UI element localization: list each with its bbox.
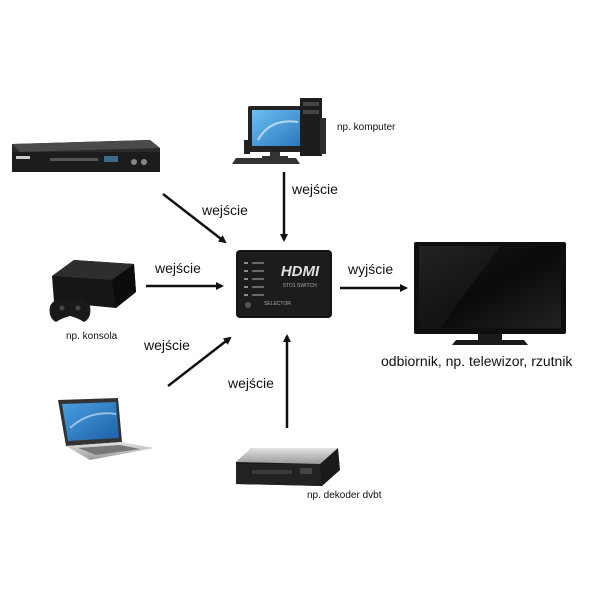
arrow-laptop-to-switch (167, 336, 232, 387)
hub-logo: HDMI (281, 263, 320, 280)
edge-label-computer: wejście (292, 181, 338, 197)
television-icon (414, 242, 566, 345)
arrow-dvd-to-switch (162, 193, 227, 244)
edge-label-decoder: wejście (228, 375, 274, 391)
edge-label-console: wejście (155, 260, 201, 276)
edge-label-laptop: wejście (144, 337, 190, 353)
edge-label-dvd: wejście (202, 202, 248, 218)
dvd-player-icon (12, 140, 160, 172)
caption-computer: np. komputer (337, 122, 396, 133)
hub-subtitle: 5TO1 SWITCH (283, 283, 317, 289)
hdmi-switch-icon: HDMI 5TO1 SWITCH SELECTOR (236, 250, 332, 318)
hub-selector-label: SELECTOR (264, 301, 291, 307)
caption-decoder: np. dekoder dvbt (307, 490, 382, 501)
edge-label-output: wyjście (348, 261, 394, 277)
selector-button-icon (245, 302, 251, 308)
gamepad-icon (49, 297, 91, 322)
computer-icon (232, 98, 326, 164)
laptop-icon (58, 398, 154, 460)
dvbt-decoder-icon (236, 448, 340, 486)
caption-console: np. konsola (66, 331, 118, 342)
switch-led-column (244, 262, 264, 296)
caption-tv: odbiornik, np. telewizor, rzutnik (381, 353, 573, 369)
game-console-icon (49, 260, 136, 322)
